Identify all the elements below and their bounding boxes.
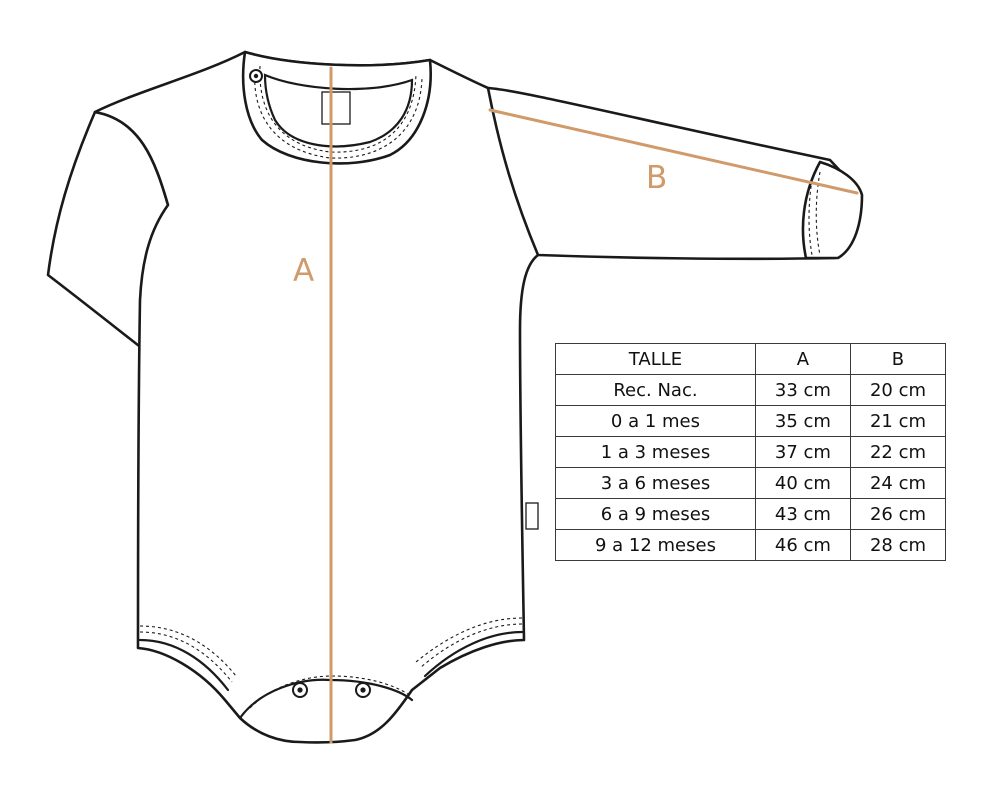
collar-stitch-2 bbox=[259, 65, 417, 153]
measure-b-cell: 20 cm bbox=[849, 374, 947, 406]
measure-b-cell: 28 cm bbox=[849, 529, 947, 561]
table-row: 9 a 12 meses 46 cm 28 cm bbox=[555, 529, 947, 561]
right-cuff-stitch bbox=[808, 179, 813, 256]
shoulder-snap-center bbox=[253, 73, 259, 79]
side-tag bbox=[525, 502, 539, 530]
measure-label-a: A bbox=[293, 253, 315, 289]
table-row: 3 a 6 meses 40 cm 24 cm bbox=[555, 467, 947, 499]
hem-left bbox=[138, 638, 230, 692]
size-cell: 3 a 6 meses bbox=[555, 467, 756, 499]
body-panel bbox=[93, 50, 540, 744]
measure-a-cell: 35 cm bbox=[754, 405, 851, 437]
table-row: Rec. Nac. 33 cm 20 cm bbox=[555, 374, 947, 406]
size-cell: 1 a 3 meses bbox=[555, 436, 756, 468]
table-header-row: TALLE A B bbox=[555, 343, 947, 375]
collar-stitch bbox=[254, 69, 423, 159]
measure-line-b bbox=[488, 108, 859, 195]
size-cell: 6 a 9 meses bbox=[555, 498, 756, 530]
right-cuff bbox=[801, 160, 864, 260]
measure-a-cell: 40 cm bbox=[754, 467, 851, 499]
measure-a-cell: 37 cm bbox=[754, 436, 851, 468]
size-cell: Rec. Nac. bbox=[555, 374, 756, 406]
hem-right bbox=[423, 630, 524, 678]
measure-a-cell: 46 cm bbox=[754, 529, 851, 561]
measure-a-cell: 33 cm bbox=[754, 374, 851, 406]
hem-left-stitch-2 bbox=[139, 625, 237, 677]
size-cell: 9 a 12 meses bbox=[555, 529, 756, 561]
header-talle: TALLE bbox=[555, 343, 756, 375]
header-b: B bbox=[849, 343, 947, 375]
hem-left-stitch bbox=[139, 631, 233, 683]
header-a: A bbox=[754, 343, 851, 375]
table-row: 6 a 9 meses 43 cm 26 cm bbox=[555, 498, 947, 530]
measure-b-cell: 24 cm bbox=[849, 467, 947, 499]
crotch-snap-left-center bbox=[297, 687, 303, 693]
collar-inner bbox=[263, 73, 414, 148]
right-cuff-stitch-2 bbox=[815, 171, 821, 256]
neck-label bbox=[321, 91, 351, 125]
measure-a-cell: 43 cm bbox=[754, 498, 851, 530]
size-cell: 0 a 1 mes bbox=[555, 405, 756, 437]
measure-b-cell: 21 cm bbox=[849, 405, 947, 437]
hem-right-stitch-2 bbox=[415, 617, 523, 663]
table-row: 1 a 3 meses 37 cm 22 cm bbox=[555, 436, 947, 468]
measure-b-cell: 26 cm bbox=[849, 498, 947, 530]
measure-b-cell: 22 cm bbox=[849, 436, 947, 468]
crotch-snap-right-center bbox=[360, 687, 366, 693]
size-table: TALLE A B Rec. Nac. 33 cm 20 cm 0 a 1 me… bbox=[555, 343, 947, 561]
table-row: 0 a 1 mes 35 cm 21 cm bbox=[555, 405, 947, 437]
measure-label-b: B bbox=[646, 160, 668, 196]
